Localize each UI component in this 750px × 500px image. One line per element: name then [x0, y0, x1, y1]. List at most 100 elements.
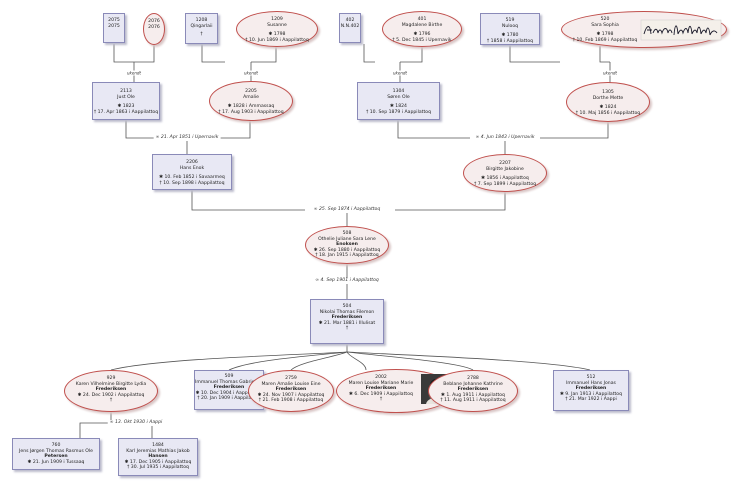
birth-info: ✱ 1. Aug 1911 i Aappilattoq [441, 392, 505, 398]
person-name: Qingarlaii [190, 23, 213, 29]
marriage-label: ∞ 4. Sep 1901 i Aappilattoq [313, 278, 381, 284]
person-id: 760 [51, 443, 61, 448]
person-id: 512 [586, 375, 596, 380]
death-info: † 5. Dec 1845 i Upernavik [392, 37, 452, 43]
person-box-509[interactable]: 509 Immanuel Thomas Gabriel Pavia Freder… [194, 370, 269, 410]
person-box-1208[interactable]: 1208 Qingarlaii † [185, 13, 218, 44]
birth-info: ✱ 1798 [596, 32, 614, 38]
union-label: ukendt [126, 70, 142, 76]
person-name: Sara Sophia [591, 22, 619, 28]
person-surname: Frederiksen [457, 387, 489, 393]
person-oval-1305[interactable]: 1305 Dorthe Mette ✱ 1824 † 10. Maj 1856 … [566, 82, 650, 122]
birth-info: ✱ 10. Feb 1852 i Savaarmeq [159, 175, 225, 181]
birth-info: ✱ 1824 [389, 104, 407, 110]
person-oval-1209[interactable]: 1209 Susanne ✱ 1798 † 10. Jun 1869 i Aap… [236, 11, 318, 47]
union-label: ukendt [602, 70, 618, 76]
death-info: † 10. Jun 1869 i Aappilattoq [245, 37, 309, 43]
person-surname: Frederiksen [331, 315, 363, 321]
marriage-label: ∞ 25. Sep 1874 i Aappilattoq [311, 207, 383, 213]
person-id: 1304 [392, 89, 405, 94]
person-oval-401[interactable]: 401 Magdalene Birthe ✱ 1796 † 5. Dec 184… [382, 11, 462, 47]
person-box-504[interactable]: 504 Nikolai Thomas Filemon Frederiksen ✱… [310, 299, 384, 344]
death-info: † 10. Sep 1898 i Aappilattoq [159, 180, 225, 186]
person-oval-929[interactable]: 929 Karen Vilhelmine Birgitte Lydia Fred… [64, 370, 158, 412]
death-info: † [379, 397, 383, 403]
person-name: Karen Vilhelmine Birgitte Lydia [75, 381, 147, 387]
person-name: Maren Amalie Louise Eine [261, 381, 321, 387]
person-id: 402 [345, 18, 355, 23]
birth-info: ✱ 9. Jan 1913 i Aappilattoq [559, 391, 623, 397]
person-name: Othelie Juliane Sara Lene [318, 236, 376, 242]
death-info: † 7. Sep 1899 i Aappilattoq [473, 181, 537, 187]
person-name: Birgitte Jakobine [486, 166, 524, 172]
person-oval-2076[interactable]: 2076 2076 [143, 13, 165, 45]
person-box-2206[interactable]: 2206 Hans Enok ✱ 10. Feb 1852 i Savaarme… [152, 154, 232, 190]
person-box-512[interactable]: 512 Immanuel Hans Jonas Frederiksen ✱ 9.… [553, 370, 629, 411]
person-name: Amalie [243, 94, 259, 100]
death-info: † [200, 32, 203, 38]
person-id: 1209 [271, 17, 283, 22]
person-id: 2205 [245, 89, 257, 94]
person-name: Nulooq [501, 23, 519, 29]
death-info: † 17. Aug 1903 i Aappilattoq [218, 109, 284, 115]
person-surname: Frederiksen [213, 385, 245, 391]
person-name: Hans Enok [179, 165, 205, 171]
person-surname: Frederiksen [365, 386, 397, 392]
person-name: Just Ole [117, 94, 135, 100]
person-name: 2075 [108, 23, 120, 29]
person-id: 2206 [186, 160, 198, 165]
person-box-760[interactable]: 760 Jens Jørgen Thomas Rasmus Ole Peters… [12, 438, 100, 470]
person-id: 520 [600, 17, 610, 22]
birth-info: ✱ 1780 [501, 33, 519, 39]
person-surname: Enoksen [336, 242, 358, 248]
marriage-label: ∞ 4. Jun 1843 i Upernavik [473, 135, 537, 141]
birth-info: ✱ 21. Jun 1909 i Tussaaq [27, 459, 85, 465]
person-name: N.N.402 [340, 23, 360, 29]
person-oval-2207[interactable]: 2207 Birgitte Jakobine ✱ 1856 i Aappilat… [463, 154, 547, 192]
person-box-402[interactable]: 402 N.N.402 [339, 13, 361, 43]
person-id: 508 [342, 231, 352, 236]
person-name: Magdalene Birthe [401, 22, 443, 28]
birth-info: ✱ 1828 i Ammassaq [227, 104, 275, 110]
person-id: 509 [224, 374, 234, 379]
death-info: † 21. Mar 1922 i Aappi [565, 397, 617, 403]
person-surname: Frederiksen [95, 387, 127, 393]
death-info: † 1858 i Aappilattoq [486, 38, 534, 44]
person-surname: Hansen [148, 454, 168, 460]
birth-info: ✱ 10. Dec 1904 i Aappilattoq [195, 390, 263, 396]
person-box-2113[interactable]: 2113 Just Ole ✱ 1823 † 17. Apr 1863 i Aa… [92, 82, 160, 120]
death-info: † 10. Maj 1856 i Aappilattoq [575, 110, 641, 116]
person-box-519[interactable]: 519 Nulooq ✱ 1780 † 1858 i Aappilattoq [480, 13, 540, 45]
person-id: 2788 [467, 376, 479, 381]
person-id: 2759 [285, 376, 297, 381]
death-info: † 21. Feb 1908 i Aappilattoq [258, 398, 324, 404]
person-box-2075[interactable]: 2075 2075 [103, 13, 125, 43]
person-id: 929 [106, 376, 116, 381]
birth-info: ✱ 17. Dec 1905 i Aappilattoq [124, 459, 192, 465]
person-oval-2788[interactable]: 2788 Beblane Johanne Kathrine Frederikse… [428, 370, 518, 412]
person-name: Nikolai Thomas Filemon [319, 309, 375, 315]
person-name: Beblane Johanne Kathrine [443, 381, 503, 387]
person-surname: Frederiksen [275, 387, 307, 393]
death-info: † [109, 398, 113, 404]
marriage-label: ∞ 21. Apr 1851 i Upernavik [153, 135, 221, 141]
person-id: 1208 [195, 18, 208, 23]
birth-info: ✱ 24. Nov 1907 i Aappilattoq [257, 392, 325, 398]
person-id: 2002 [375, 375, 387, 380]
person-name: Karl Jeremias Mathias Jakob [126, 448, 190, 454]
person-surname: Frederiksen [575, 386, 607, 392]
death-info: † 10. Sep 1879 i Aappilattoq [365, 109, 431, 115]
person-box-1484[interactable]: 1484 Karl Jeremias Mathias Jakob Hansen … [118, 438, 198, 476]
person-oval-2759[interactable]: 2759 Maren Amalie Louise Eine Frederikse… [248, 370, 334, 412]
person-box-1304[interactable]: 1304 Søren Ole ✱ 1824 † 10. Sep 1879 i A… [357, 82, 440, 120]
death-info: † 30. Jul 1935 i Aappilattoq [127, 465, 189, 471]
signature-image [640, 19, 722, 41]
person-id: 2076 [148, 19, 160, 24]
person-oval-508[interactable]: 508 Othelie Juliane Sara Lene Enoksen ✱ … [305, 226, 389, 264]
person-id: 519 [505, 18, 515, 23]
person-name: Jens Jørgen Thomas Rasmus Ole [19, 448, 93, 454]
death-info: † 17. Apr 1863 i Aappilattoq [93, 109, 159, 115]
person-oval-2205[interactable]: 2205 Amalie ✱ 1828 i Ammassaq † 17. Aug … [209, 81, 293, 121]
birth-info: ✱ 6. Dec 1909 i Aappilattoq [349, 391, 413, 397]
